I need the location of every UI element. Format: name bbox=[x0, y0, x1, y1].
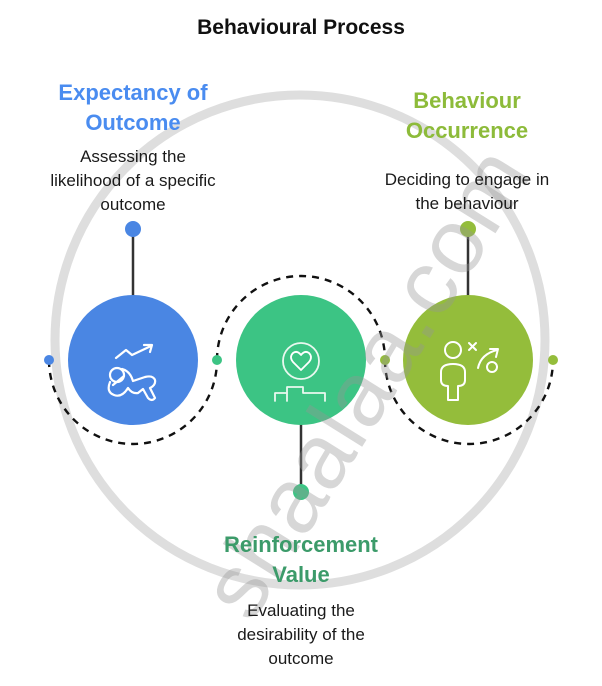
stage-desc-line: outcome bbox=[268, 649, 334, 668]
stage-title-reinforcement: Reinforcement Value bbox=[194, 530, 408, 590]
stage-desc-line: outcome bbox=[100, 195, 166, 214]
path-node-green-lime bbox=[380, 355, 390, 365]
path-node-blue-green bbox=[212, 355, 222, 365]
heart-podium-icon bbox=[274, 342, 326, 402]
stage-title-line: Outcome bbox=[85, 110, 181, 135]
stage-title-line: Behaviour bbox=[413, 88, 521, 113]
stage-desc-line: likelihood of a specific bbox=[50, 171, 216, 190]
stage-title-expectancy: Expectancy of Outcome bbox=[26, 78, 240, 138]
connector-dot-occurrence bbox=[460, 221, 476, 237]
stage-desc-expectancy: Assessing the likelihood of a specific o… bbox=[26, 145, 240, 217]
path-node-end bbox=[548, 355, 558, 365]
connector-dot-expectancy bbox=[125, 221, 141, 237]
stage-title-line: Occurrence bbox=[405, 118, 529, 143]
dashed-flow-path-right bbox=[383, 359, 555, 446]
growth-chart-person-icon bbox=[107, 343, 157, 402]
stage-desc-occurrence: Deciding to engage in the behaviour bbox=[354, 168, 580, 216]
stage-desc-line: Deciding to engage in bbox=[384, 170, 550, 189]
stage-title-line: Expectancy of bbox=[58, 80, 208, 105]
connector-dot-reinforcement bbox=[293, 484, 309, 500]
stage-circle-reinforcement[interactable] bbox=[236, 295, 366, 425]
diagram-title: Behavioural Process bbox=[197, 16, 405, 39]
stage-desc-line: Evaluating the bbox=[247, 601, 355, 620]
stage-circle-expectancy[interactable] bbox=[68, 295, 198, 425]
stage-desc-reinforcement: Evaluating the desirability of the outco… bbox=[194, 599, 408, 671]
stage-desc-line: Assessing the bbox=[80, 147, 186, 166]
dashed-flow-path-left bbox=[47, 359, 219, 446]
person-strategy-icon bbox=[440, 341, 499, 401]
stage-desc-line: the behaviour bbox=[415, 194, 519, 213]
stage-circle-occurrence[interactable] bbox=[403, 295, 533, 425]
dashed-flow-path-middle bbox=[215, 274, 387, 361]
stage-title-line: Reinforcement bbox=[223, 532, 379, 557]
stage-title-line: Value bbox=[272, 562, 330, 587]
stage-desc-line: desirability of the bbox=[237, 625, 365, 644]
path-node-start bbox=[44, 355, 54, 365]
stage-title-occurrence: Behaviour Occurrence bbox=[360, 86, 574, 146]
